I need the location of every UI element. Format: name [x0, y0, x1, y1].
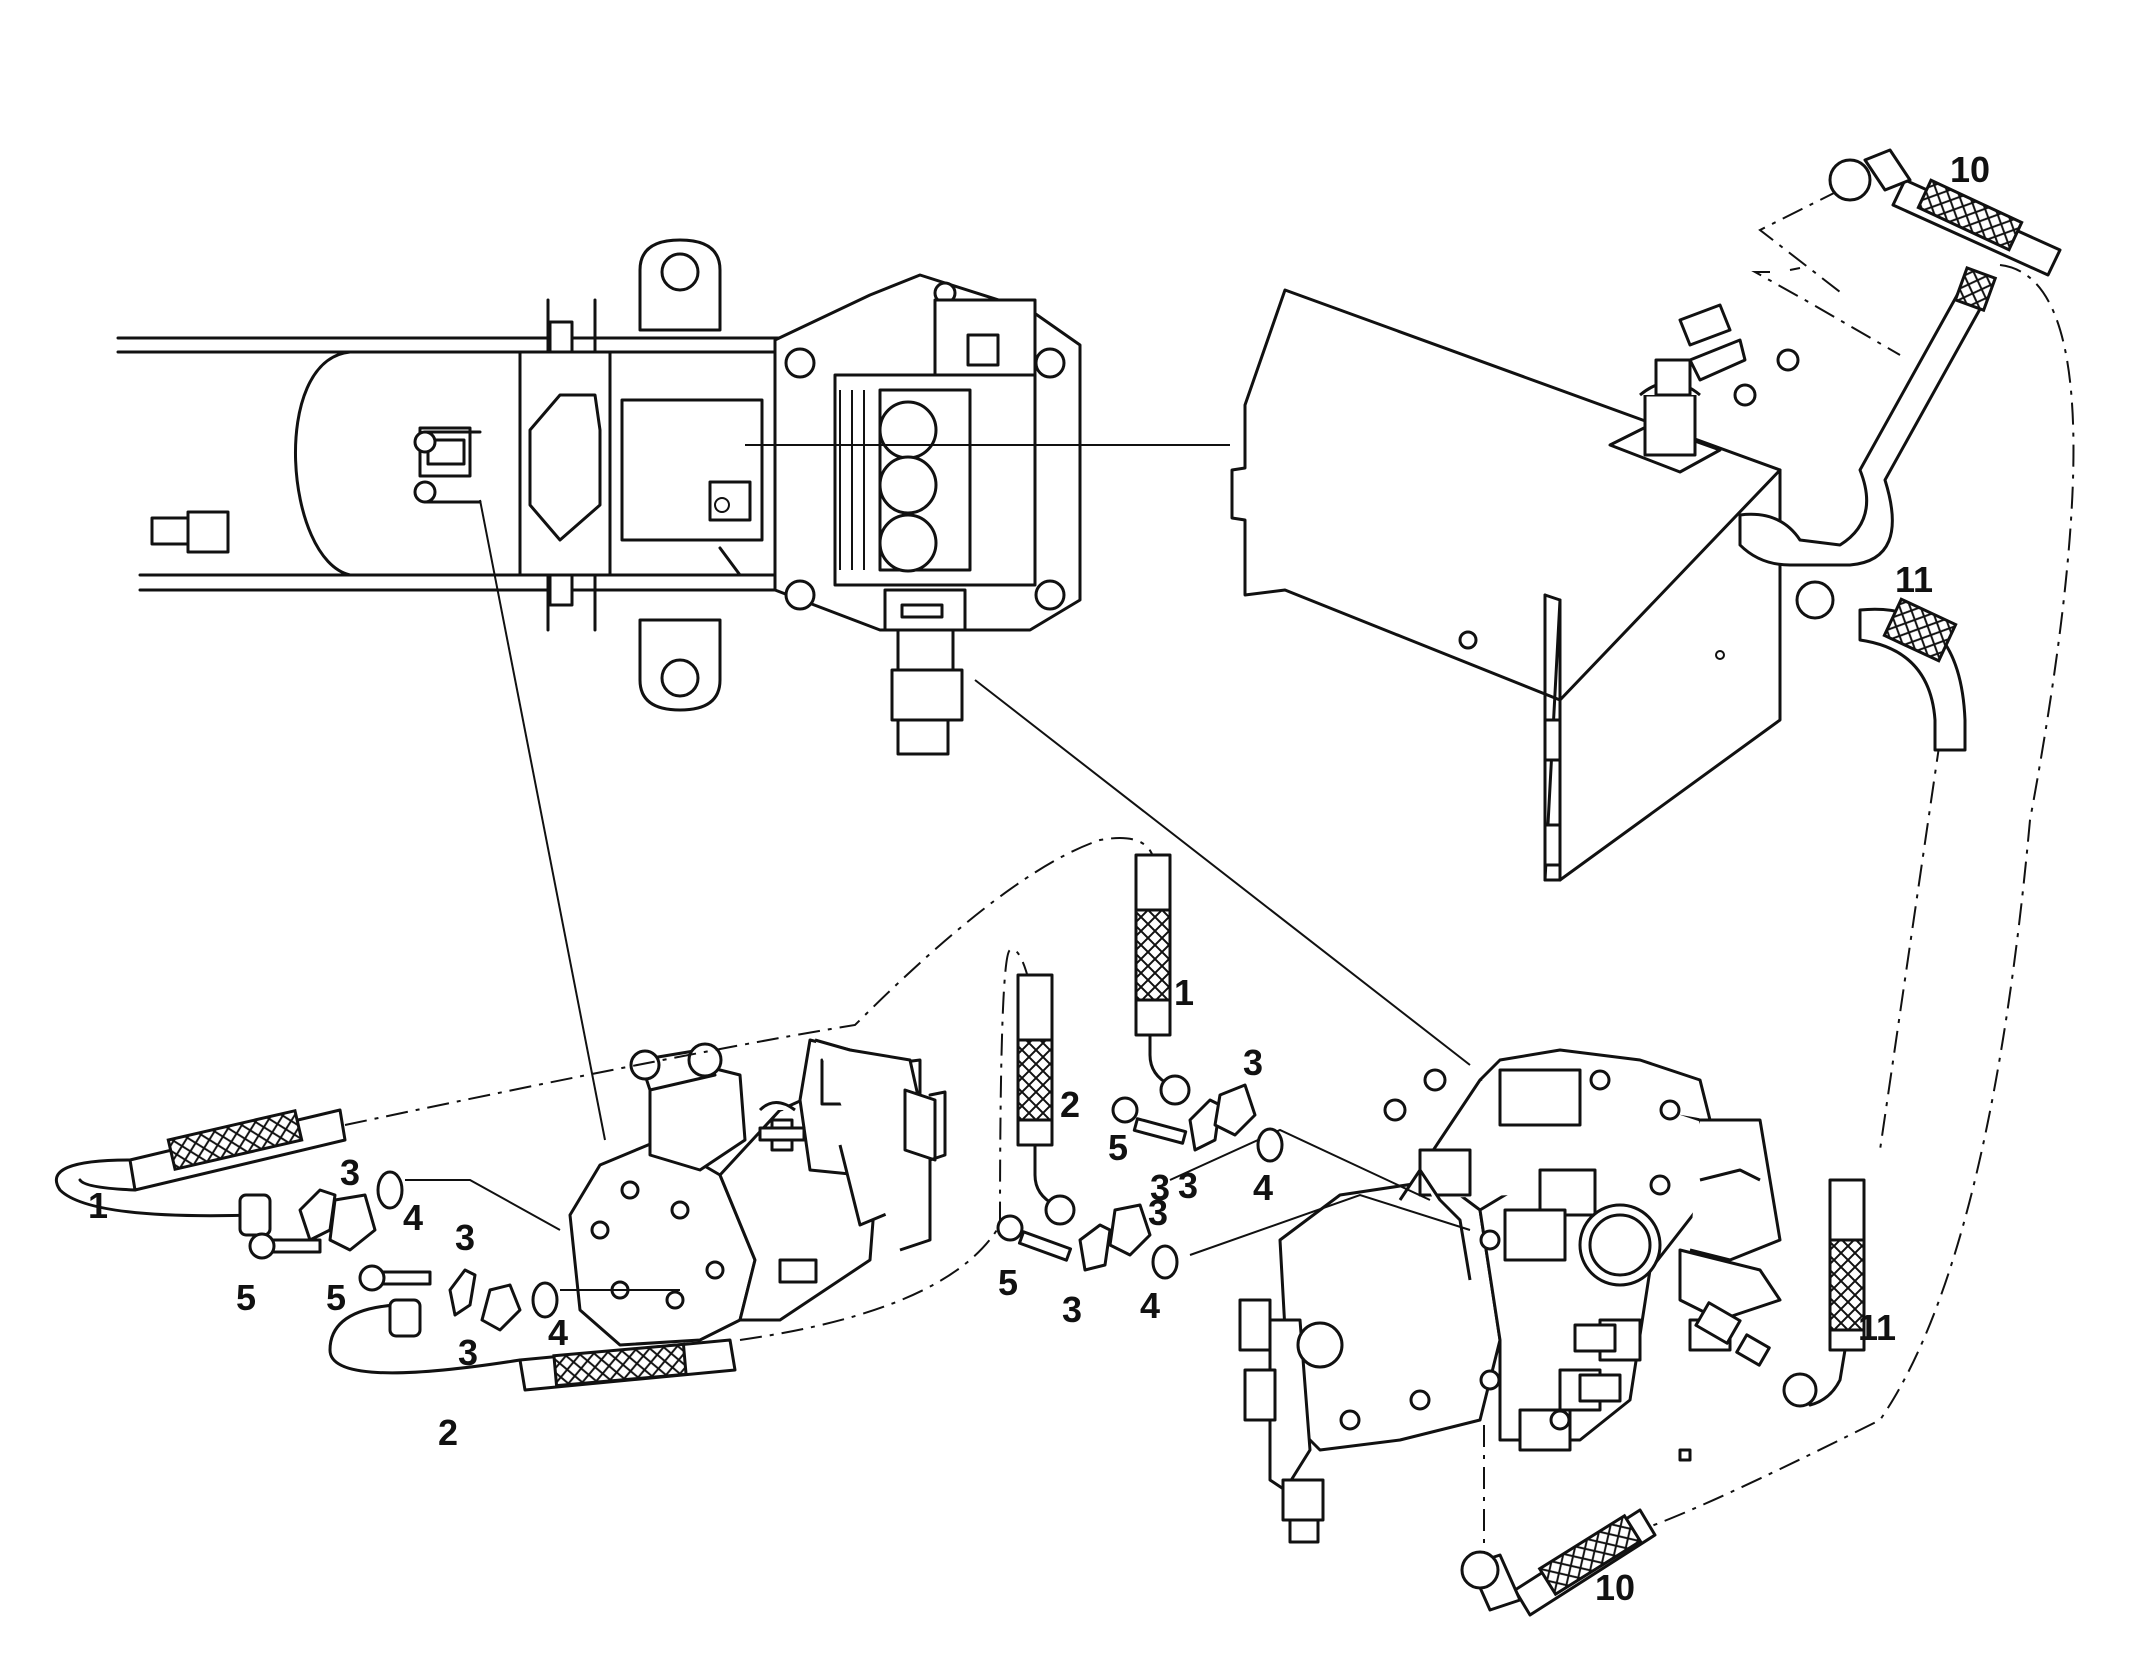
callout-2: 2 — [438, 1412, 458, 1453]
chassis-frame-assembly — [116, 238, 1082, 756]
callout-5: 5 — [1108, 1127, 1128, 1168]
callout-11: 11 — [1895, 559, 1933, 600]
callout-1: 1 — [88, 1185, 108, 1226]
callout-4: 4 — [1253, 1167, 1273, 1208]
callout-5: 5 — [326, 1277, 346, 1318]
callout-5: 5 — [998, 1262, 1018, 1303]
callout-3: 3 — [1178, 1165, 1198, 1206]
callout-2: 2 — [1060, 1084, 1080, 1125]
callout-4: 4 — [548, 1312, 568, 1353]
hydraulic-tank — [1230, 266, 1998, 882]
callout-3: 3 — [1243, 1042, 1263, 1083]
callout-4: 4 — [403, 1197, 423, 1238]
callout-4: 4 — [1140, 1285, 1160, 1326]
callout-3: 3 — [340, 1152, 360, 1193]
callout-1: 1 — [1174, 972, 1194, 1013]
main-pump-assembly — [1238, 1048, 1782, 1544]
callout-10: 10 — [1595, 1567, 1635, 1608]
leader-lines — [344, 189, 2075, 1555]
hoses — [54, 148, 2062, 1617]
callout-3: 3 — [1062, 1289, 1082, 1330]
callout-3: 3 — [455, 1217, 475, 1258]
callout-3: 3 — [1148, 1192, 1168, 1233]
left-pump-motor — [568, 1038, 947, 1347]
callout-labels: 1 1 2 2 3 3 3 3 3 3 3 3 4 4 4 4 5 5 5 5 … — [88, 149, 1990, 1608]
callout-10: 10 — [1950, 149, 1990, 190]
callout-3: 3 — [458, 1332, 478, 1373]
callout-5: 5 — [236, 1277, 256, 1318]
callout-3: 3 — [1150, 1167, 1170, 1208]
fittings-kit — [248, 1083, 1284, 1332]
callout-11: 11 — [1858, 1307, 1896, 1348]
